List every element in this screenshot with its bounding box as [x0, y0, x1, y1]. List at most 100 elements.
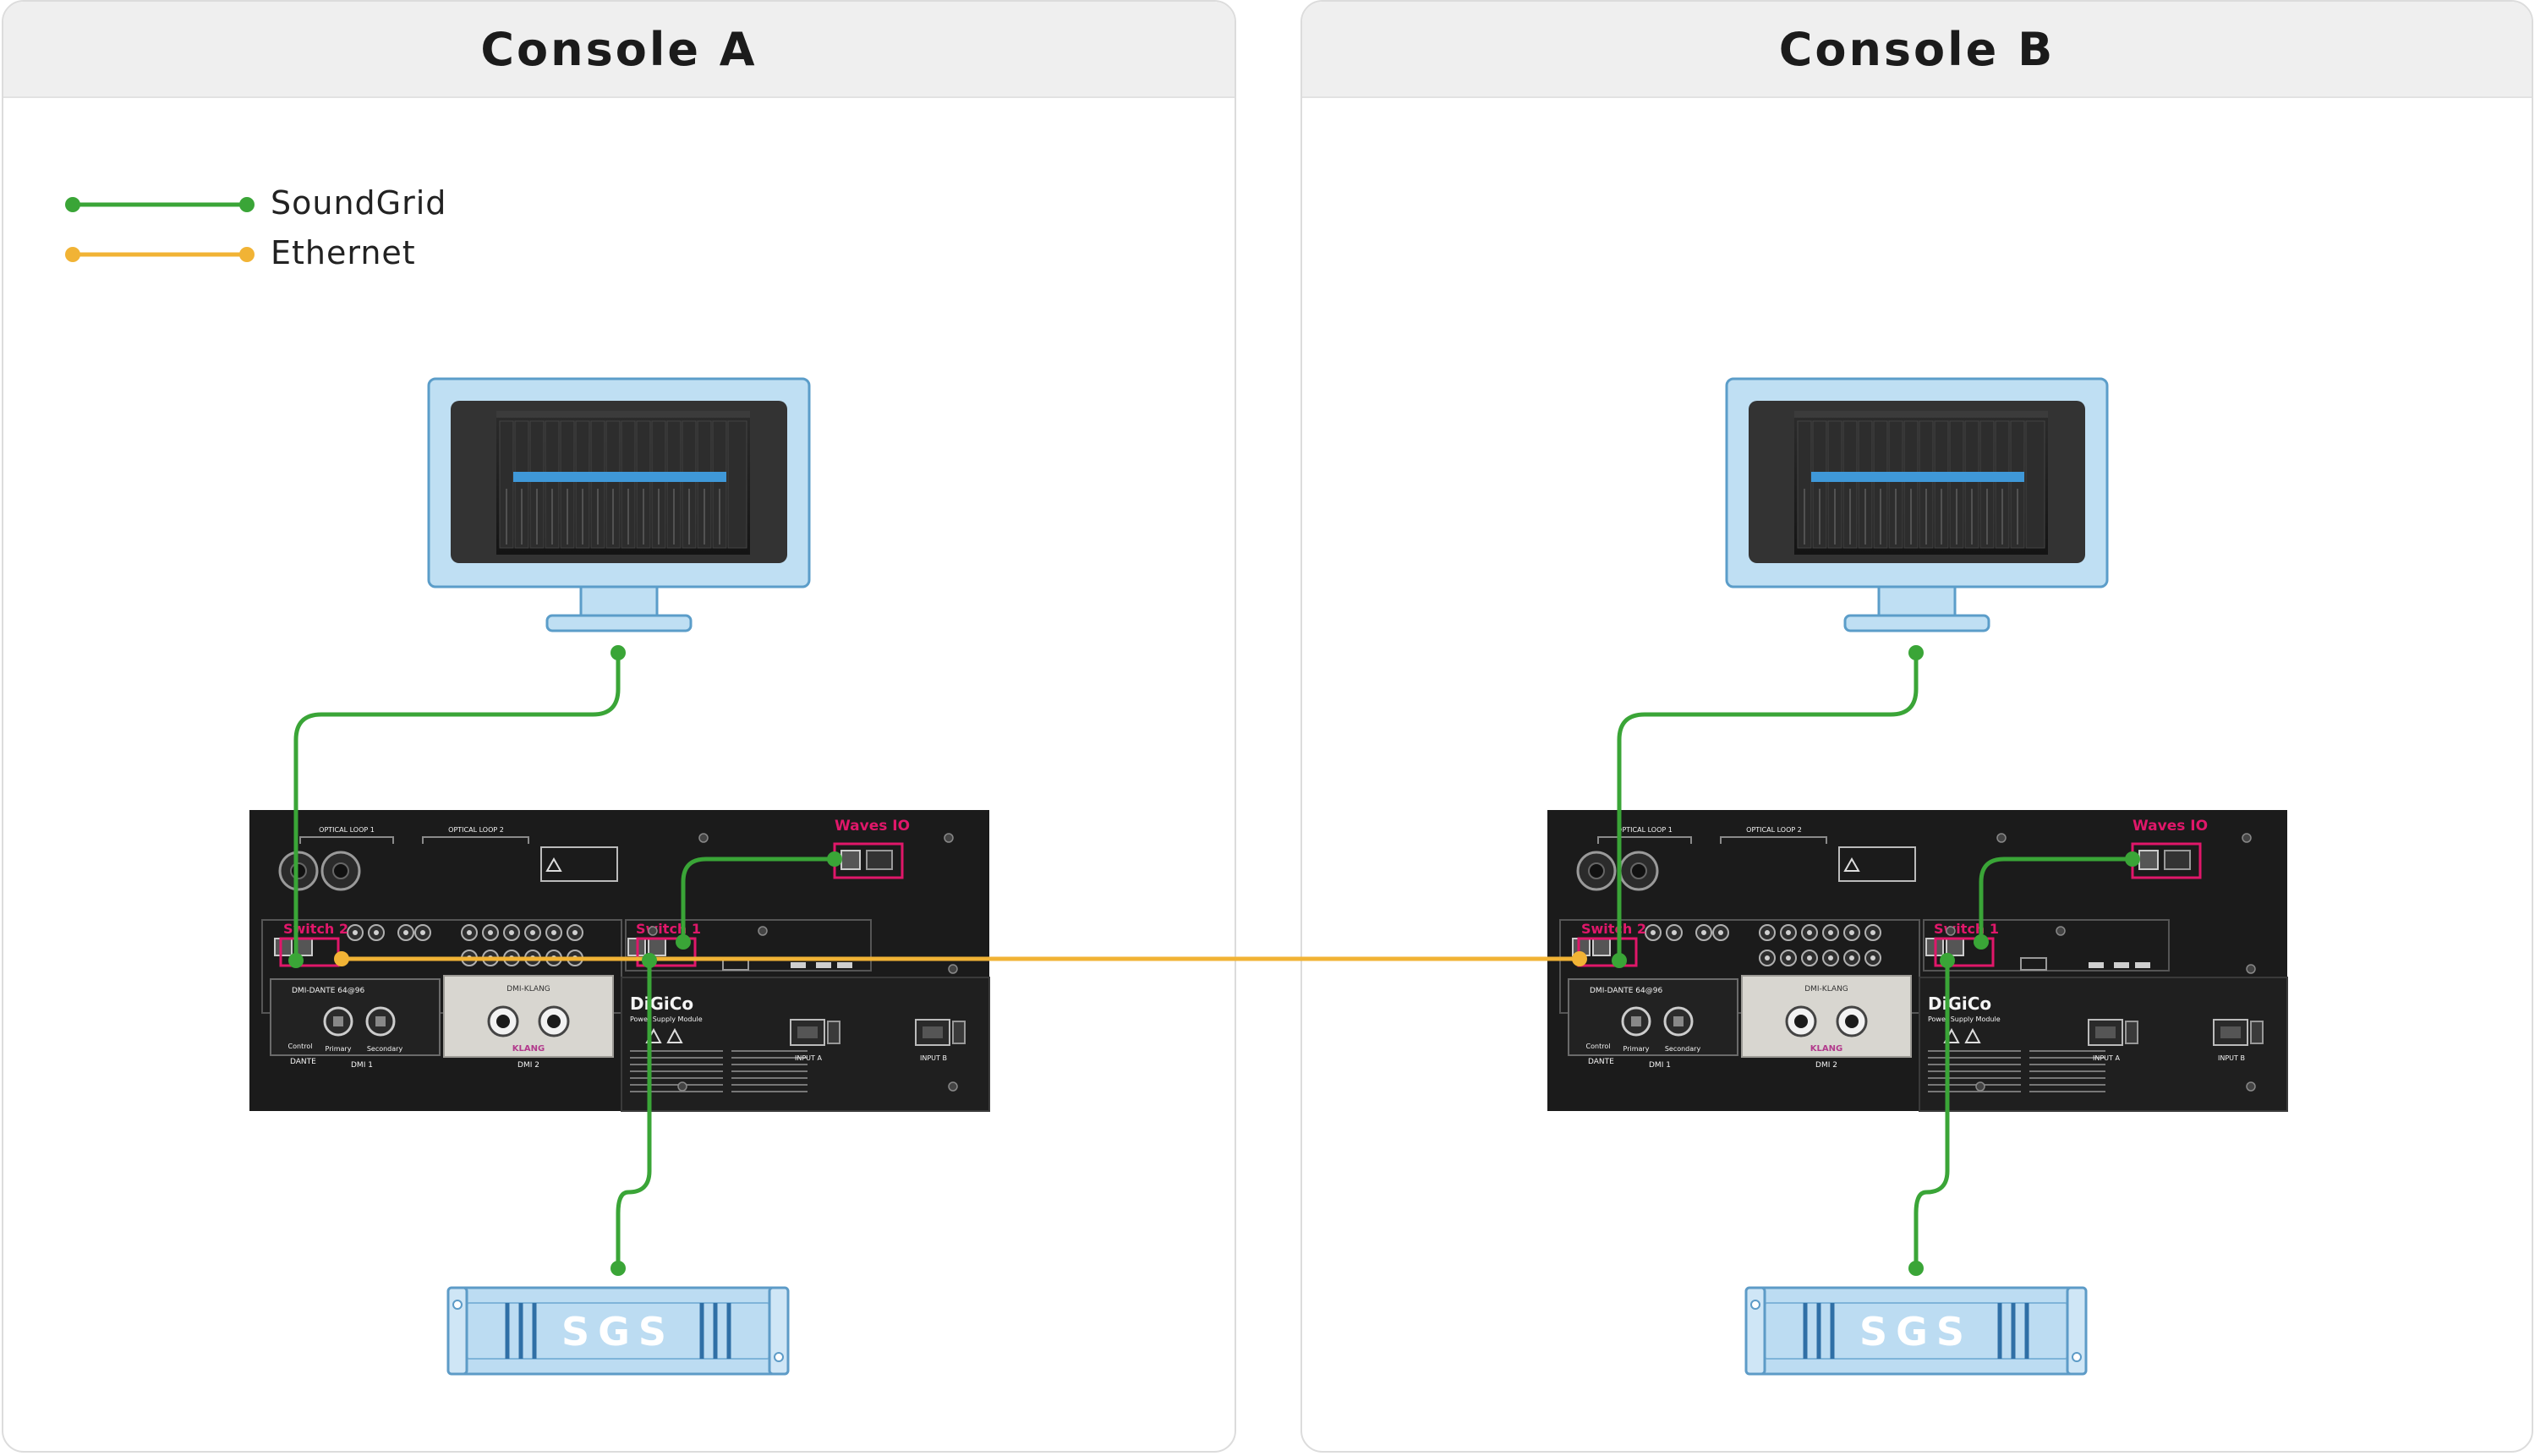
rack-screw [948, 1081, 958, 1092]
ethernet-port [648, 938, 666, 956]
module-bay-frame [261, 919, 622, 1014]
input-a-label: INPUT A [2093, 1054, 2120, 1062]
rack-screw [698, 833, 709, 843]
switch-1-label: Switch 1 [636, 921, 701, 937]
bnc-pin [551, 930, 556, 935]
input-b-label: INPUT B [920, 1054, 947, 1062]
legend [65, 197, 255, 262]
fiber-connector-core [332, 862, 349, 879]
rack-screw [1946, 926, 1956, 936]
optical-loop-1-label: OPTICAL LOOP 1 [1617, 826, 1673, 834]
dmi-klang-label: DMI-KLANG [506, 985, 550, 993]
power-switch [2125, 1021, 2138, 1044]
ethercon-port [1673, 1016, 1684, 1026]
rack-screw [648, 926, 658, 936]
fiber-connector-core [1630, 862, 1647, 879]
usb-port [791, 962, 806, 968]
optical-loop-2-label: OPTICAL LOOP 2 [448, 826, 504, 834]
cable-endpoints [288, 645, 2140, 1276]
legend-soundgrid-dot [239, 197, 255, 212]
bnc-pin [1807, 930, 1812, 935]
monitor-a [427, 377, 811, 632]
bnc-pin [420, 930, 425, 935]
ethercon-port [375, 1016, 386, 1026]
ethernet-port [274, 938, 293, 956]
secondary-label: Secondary [367, 1045, 403, 1053]
sgs-server-b: SGS [1744, 1286, 2088, 1376]
bnc-pin [530, 930, 535, 935]
switch-2-label: Switch 2 [283, 921, 348, 937]
dante-label: DANTE [1588, 1058, 1614, 1066]
legend-ethernet-dot [239, 247, 255, 262]
cable-b-monitor-to-switch2 [1617, 650, 1919, 963]
klang-connector-core [1845, 1015, 1859, 1028]
bnc-pin [467, 930, 472, 935]
rack-screw [1975, 1081, 1985, 1092]
monitor-b [1725, 377, 2109, 632]
bnc-pin [1701, 930, 1706, 935]
rack-screw [2056, 926, 2066, 936]
console-b-title: Console B [1778, 22, 2056, 76]
klang-connector-core [547, 1015, 561, 1028]
digico-brand: DiGiCo [630, 993, 693, 1014]
switch-2-label: Switch 2 [1581, 921, 1646, 937]
power-switch [2250, 1021, 2264, 1044]
console-a-title: Console A [480, 22, 758, 76]
power-switch [952, 1021, 966, 1044]
dmi-1-bay [1568, 978, 1738, 1056]
cable-a-monitor-to-switch2 [293, 650, 621, 963]
rack-b: OPTICAL LOOP 1 OPTICAL LOOP 2 Switch 2 Swit… [1547, 810, 2288, 1112]
legend-ethernet-dot [65, 247, 80, 262]
dmi-2-klang-card [443, 975, 614, 1058]
legend-soundgrid-label: SoundGrid [271, 184, 447, 222]
waves-io-label: Waves IO [2133, 818, 2208, 835]
switch-1-label: Switch 1 [1934, 921, 1999, 937]
dmi-2-label: DMI 2 [1815, 1061, 1837, 1070]
switch-1-highlight [636, 937, 697, 967]
bnc-pin [509, 930, 514, 935]
bnc-pin [403, 930, 408, 935]
cable-a-switch1-to-sgs [616, 958, 652, 1271]
dmi-2-klang-card [1741, 975, 1912, 1058]
bnc-pin [1870, 930, 1875, 935]
rack-screw [2246, 1081, 2256, 1092]
dmi-klang-label: DMI-KLANG [1804, 985, 1848, 993]
digico-brand: DiGiCo [1928, 993, 1991, 1014]
optical-loop-2-label: OPTICAL LOOP 2 [1746, 826, 1802, 834]
ethercon-port [333, 1016, 343, 1026]
waves-io-port [2164, 850, 2191, 870]
bnc-pin [1672, 930, 1677, 935]
iec-power-pins [2095, 1026, 2116, 1038]
bnc-pin [1849, 930, 1854, 935]
ethercon-port [1631, 1016, 1641, 1026]
module-bay-frame [1559, 919, 1920, 1014]
klang-connector-core [496, 1015, 510, 1028]
optical-bracket [1597, 836, 1692, 844]
warning-label [1838, 846, 1916, 882]
dmi-dante-label: DMI-DANTE 64@96 [292, 987, 364, 995]
bnc-pin [572, 930, 578, 935]
warning-label [540, 846, 618, 882]
rack-screw [948, 964, 958, 974]
cables [293, 650, 2135, 1271]
bnc-pin [1807, 955, 1812, 961]
rack-screw [2242, 833, 2252, 843]
waves-io-port [2138, 850, 2159, 870]
switch-1-highlight [1934, 937, 1995, 967]
usb-port [2135, 962, 2150, 968]
warning-icon [545, 857, 562, 872]
legend-ethernet-label: Ethernet [271, 234, 416, 271]
rack-screw [944, 833, 954, 843]
iec-power-inlet [915, 1019, 950, 1046]
dmi-2-label: DMI 2 [517, 1061, 539, 1070]
optical-bracket [1720, 836, 1827, 844]
secondary-label: Secondary [1665, 1045, 1701, 1053]
power-switch [827, 1021, 840, 1044]
fiber-connector-core [290, 862, 307, 879]
optical-bracket [422, 836, 529, 844]
usb-port [2114, 962, 2129, 968]
klang-connector-core [1794, 1015, 1808, 1028]
cable-a-wavesio-to-switch1 [681, 857, 837, 944]
waves-io-port [840, 850, 861, 870]
